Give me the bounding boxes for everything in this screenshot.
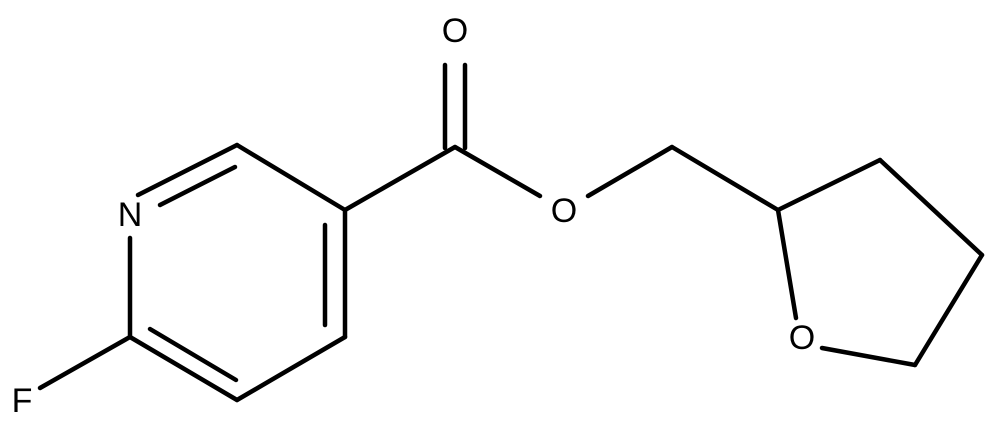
bond-oester-ch2 bbox=[585, 144, 675, 199]
bond-c4-c5 bbox=[234, 334, 348, 403]
atom-label-nitrogen: N bbox=[118, 196, 143, 234]
atom-label-ring-oxygen: O bbox=[789, 319, 815, 357]
bond-ch2-thf bbox=[669, 144, 781, 213]
bond-c3-carbonyl bbox=[342, 144, 458, 213]
bond-thf-c4-c5 bbox=[912, 252, 985, 368]
bond-thf-o-c2 bbox=[775, 207, 799, 321]
atom-label-ester-oxygen: O bbox=[551, 192, 577, 230]
bond-c2-c3 bbox=[234, 142, 348, 213]
bond-thf-c2-c3 bbox=[775, 157, 883, 213]
atom-label-fluorine: F bbox=[12, 382, 33, 420]
bond-c5-c6 bbox=[127, 334, 240, 403]
bond-c5-c6-inner bbox=[147, 326, 239, 383]
atom-label-carbonyl-oxygen: O bbox=[442, 12, 468, 50]
bond-thf-c5-o bbox=[819, 345, 918, 368]
bond-n-c2 bbox=[135, 142, 240, 198]
bond-c6-f bbox=[37, 334, 133, 391]
bond-carbonyl-oester bbox=[452, 144, 543, 199]
bond-thf-c3-c4 bbox=[877, 157, 985, 258]
bond-c2-n-inner bbox=[157, 164, 238, 208]
